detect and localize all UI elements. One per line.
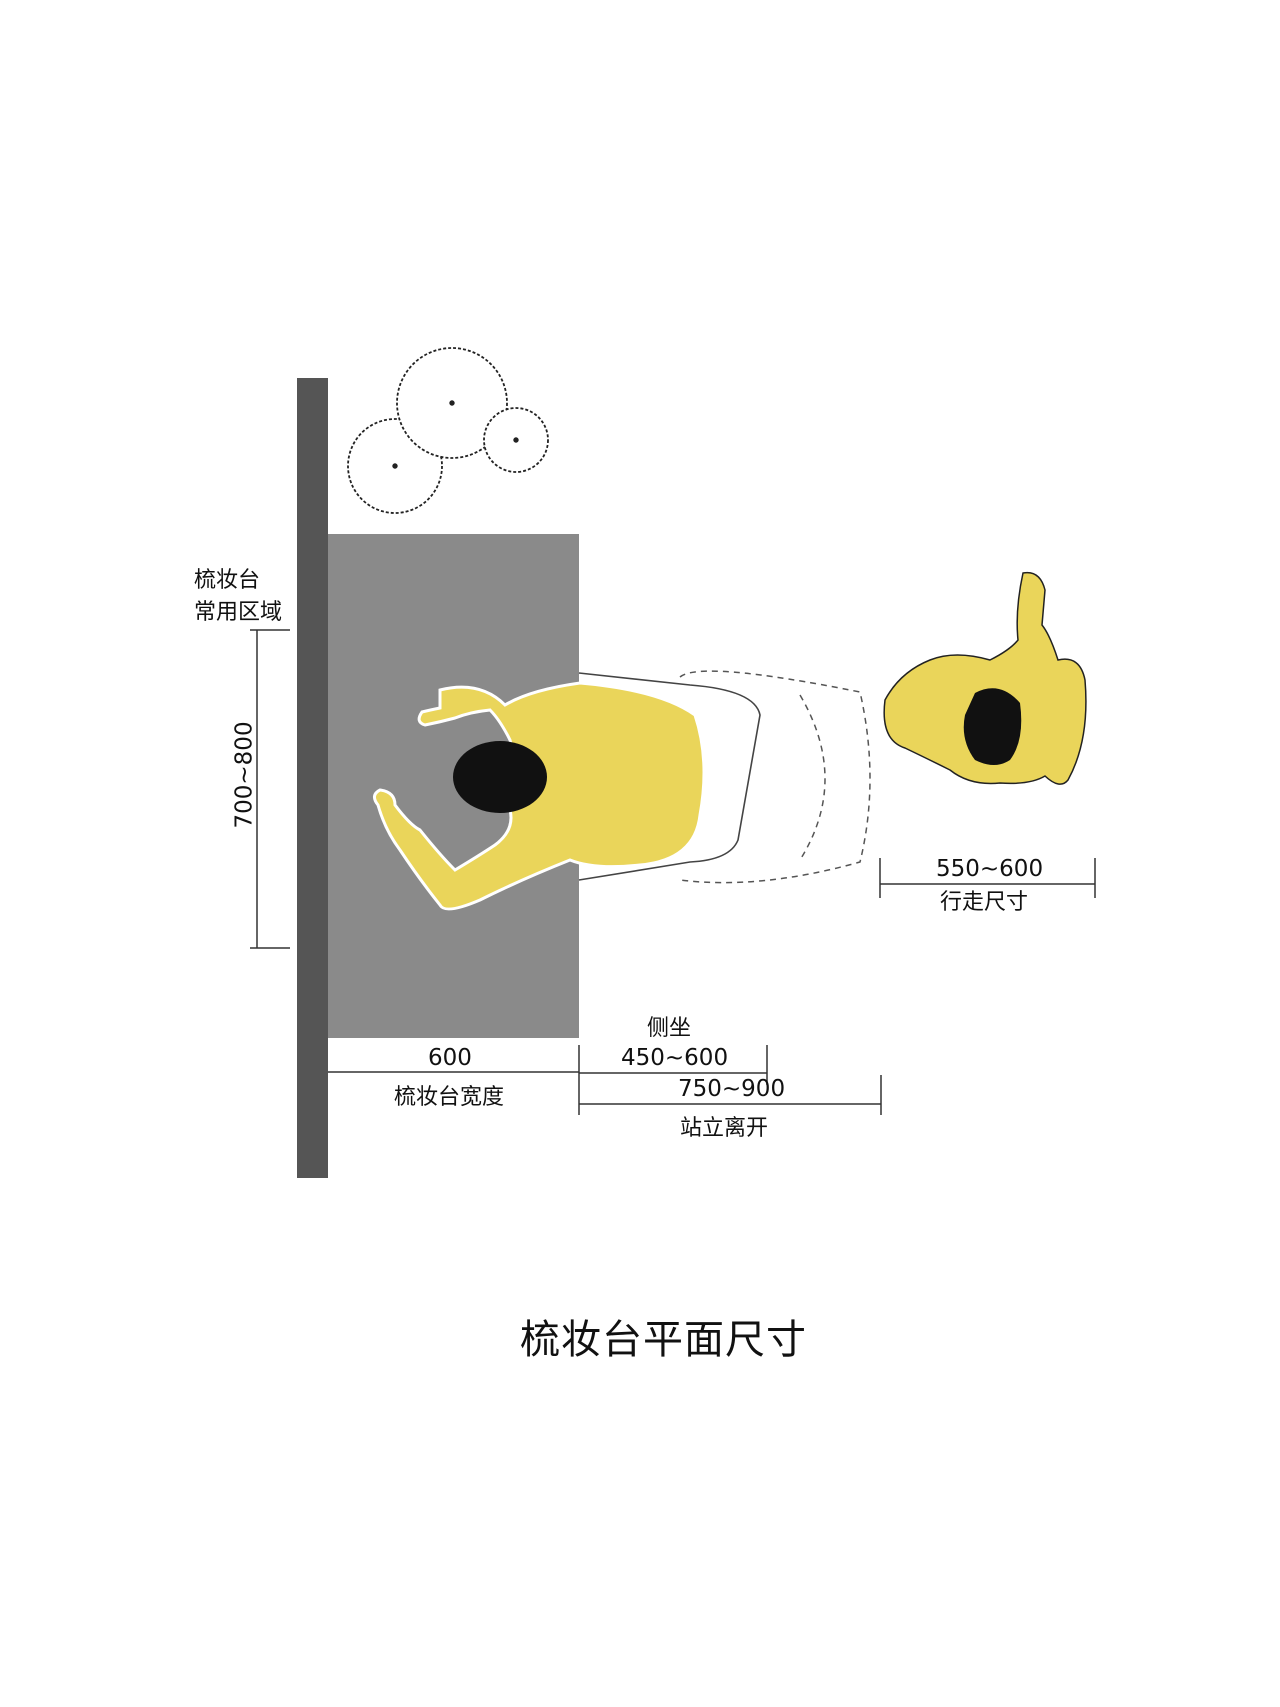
table-width-label: 600 xyxy=(428,1045,472,1071)
wall xyxy=(297,378,328,1178)
diagram-title: 梳妆台平面尺寸 xyxy=(520,1317,807,1363)
stool-dashed-icon xyxy=(679,670,871,884)
dimension-lines xyxy=(250,629,1096,1115)
side-sit-range-label: 450~600 xyxy=(621,1045,729,1071)
plant-icon xyxy=(347,347,549,514)
seated-person-icon xyxy=(373,681,706,911)
zone-range-label: 700~800 xyxy=(231,721,258,829)
walking-person-icon xyxy=(883,571,1087,785)
walk-range-label: 550~600 xyxy=(936,856,1044,882)
walk-caption: 行走尺寸 xyxy=(940,890,1029,915)
table-width-caption: 梳妆台宽度 xyxy=(394,1085,505,1110)
zone-label-line1: 梳妆台 xyxy=(194,568,261,593)
side-sit-caption: 侧坐 xyxy=(647,1016,692,1041)
zone-label-line2: 常用区域 xyxy=(194,600,283,625)
standing-range-label: 750~900 xyxy=(678,1076,786,1102)
standing-caption: 站立离开 xyxy=(680,1116,769,1141)
